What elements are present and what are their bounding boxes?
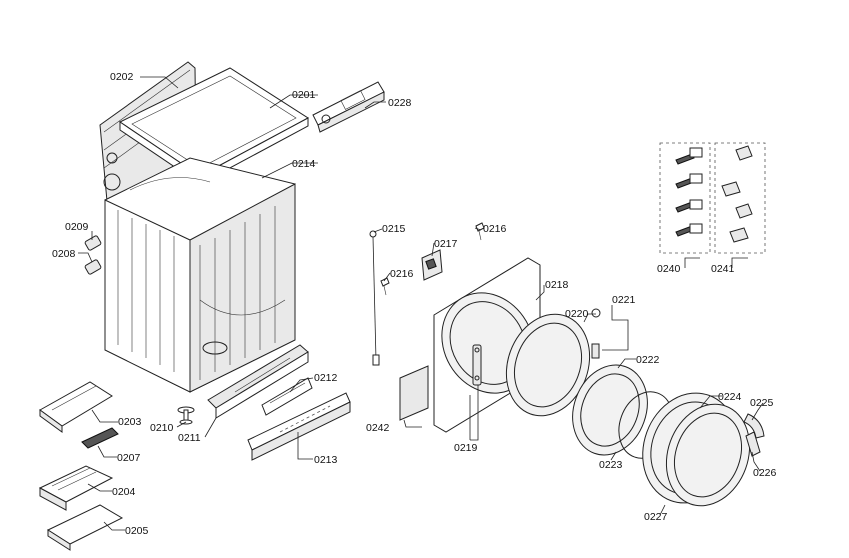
kit-0241-brackets xyxy=(721,145,753,243)
label-0218: 0218 xyxy=(545,279,569,291)
insulation-0242[interactable] xyxy=(399,365,429,421)
screw-0216-lower[interactable] xyxy=(380,277,390,296)
cable-0215[interactable] xyxy=(369,230,380,366)
part-0208[interactable] xyxy=(84,259,102,275)
label-0216-lower: 0216 xyxy=(390,268,414,280)
label-0224: 0224 xyxy=(718,391,742,403)
label-0211: 0211 xyxy=(178,432,201,444)
module-0207[interactable] xyxy=(81,427,119,449)
plinth-panel-0213[interactable] xyxy=(247,392,351,461)
label-0222: 0222 xyxy=(636,354,660,366)
label-0220: 0220 xyxy=(565,308,589,320)
label-0221: 0221 xyxy=(612,294,636,306)
door-frame-0220[interactable] xyxy=(493,302,604,427)
label-0216-upper: 0216 xyxy=(483,223,507,235)
electronic-module-0204[interactable] xyxy=(38,465,114,511)
label-0209: 0209 xyxy=(65,221,89,233)
label-0202: 0202 xyxy=(110,71,134,83)
label-0227: 0227 xyxy=(644,511,668,523)
bracket-0212[interactable] xyxy=(261,377,313,416)
label-0217: 0217 xyxy=(434,238,458,250)
label-0215: 0215 xyxy=(382,223,406,235)
kit-0240-screws xyxy=(675,147,703,237)
label-0204: 0204 xyxy=(112,486,136,498)
detergent-drawer-handle-0211[interactable] xyxy=(207,344,309,419)
tray-0205[interactable] xyxy=(46,504,124,551)
part-labels: 0202 0201 0228 0214 0209 0208 0203 0207 … xyxy=(52,71,777,537)
leg-0210[interactable] xyxy=(177,406,195,425)
label-0212: 0212 xyxy=(314,372,338,384)
cover-0203[interactable] xyxy=(39,381,113,433)
hook-0226[interactable] xyxy=(745,431,761,457)
kit-box-0240[interactable] xyxy=(659,142,711,254)
label-0240: 0240 xyxy=(657,263,681,275)
door-lock-0217[interactable] xyxy=(421,249,443,281)
label-0225: 0225 xyxy=(750,397,774,409)
label-0201: 0201 xyxy=(292,89,316,101)
housing-0214[interactable] xyxy=(104,157,296,393)
label-0228: 0228 xyxy=(388,97,412,109)
label-0214: 0214 xyxy=(292,158,316,170)
label-0207: 0207 xyxy=(117,452,141,464)
label-0203: 0203 xyxy=(118,416,142,428)
label-0208: 0208 xyxy=(52,248,76,260)
label-0219: 0219 xyxy=(454,442,478,454)
label-0241: 0241 xyxy=(711,263,735,275)
label-0223: 0223 xyxy=(599,459,623,471)
control-panel-fascia-0228[interactable] xyxy=(312,81,385,133)
hinge-0221[interactable] xyxy=(591,308,601,359)
door-glass-0222[interactable] xyxy=(560,354,659,465)
label-0226: 0226 xyxy=(753,467,777,479)
outer-ring-0224[interactable] xyxy=(653,392,764,517)
kit-box-0241[interactable] xyxy=(714,142,766,254)
part-0209[interactable] xyxy=(84,235,102,251)
part-0219[interactable] xyxy=(472,344,482,386)
label-0242: 0242 xyxy=(366,422,390,434)
label-0210: 0210 xyxy=(150,422,174,434)
label-0213: 0213 xyxy=(314,454,338,466)
label-0205: 0205 xyxy=(125,525,149,537)
leader-lines xyxy=(78,76,764,531)
